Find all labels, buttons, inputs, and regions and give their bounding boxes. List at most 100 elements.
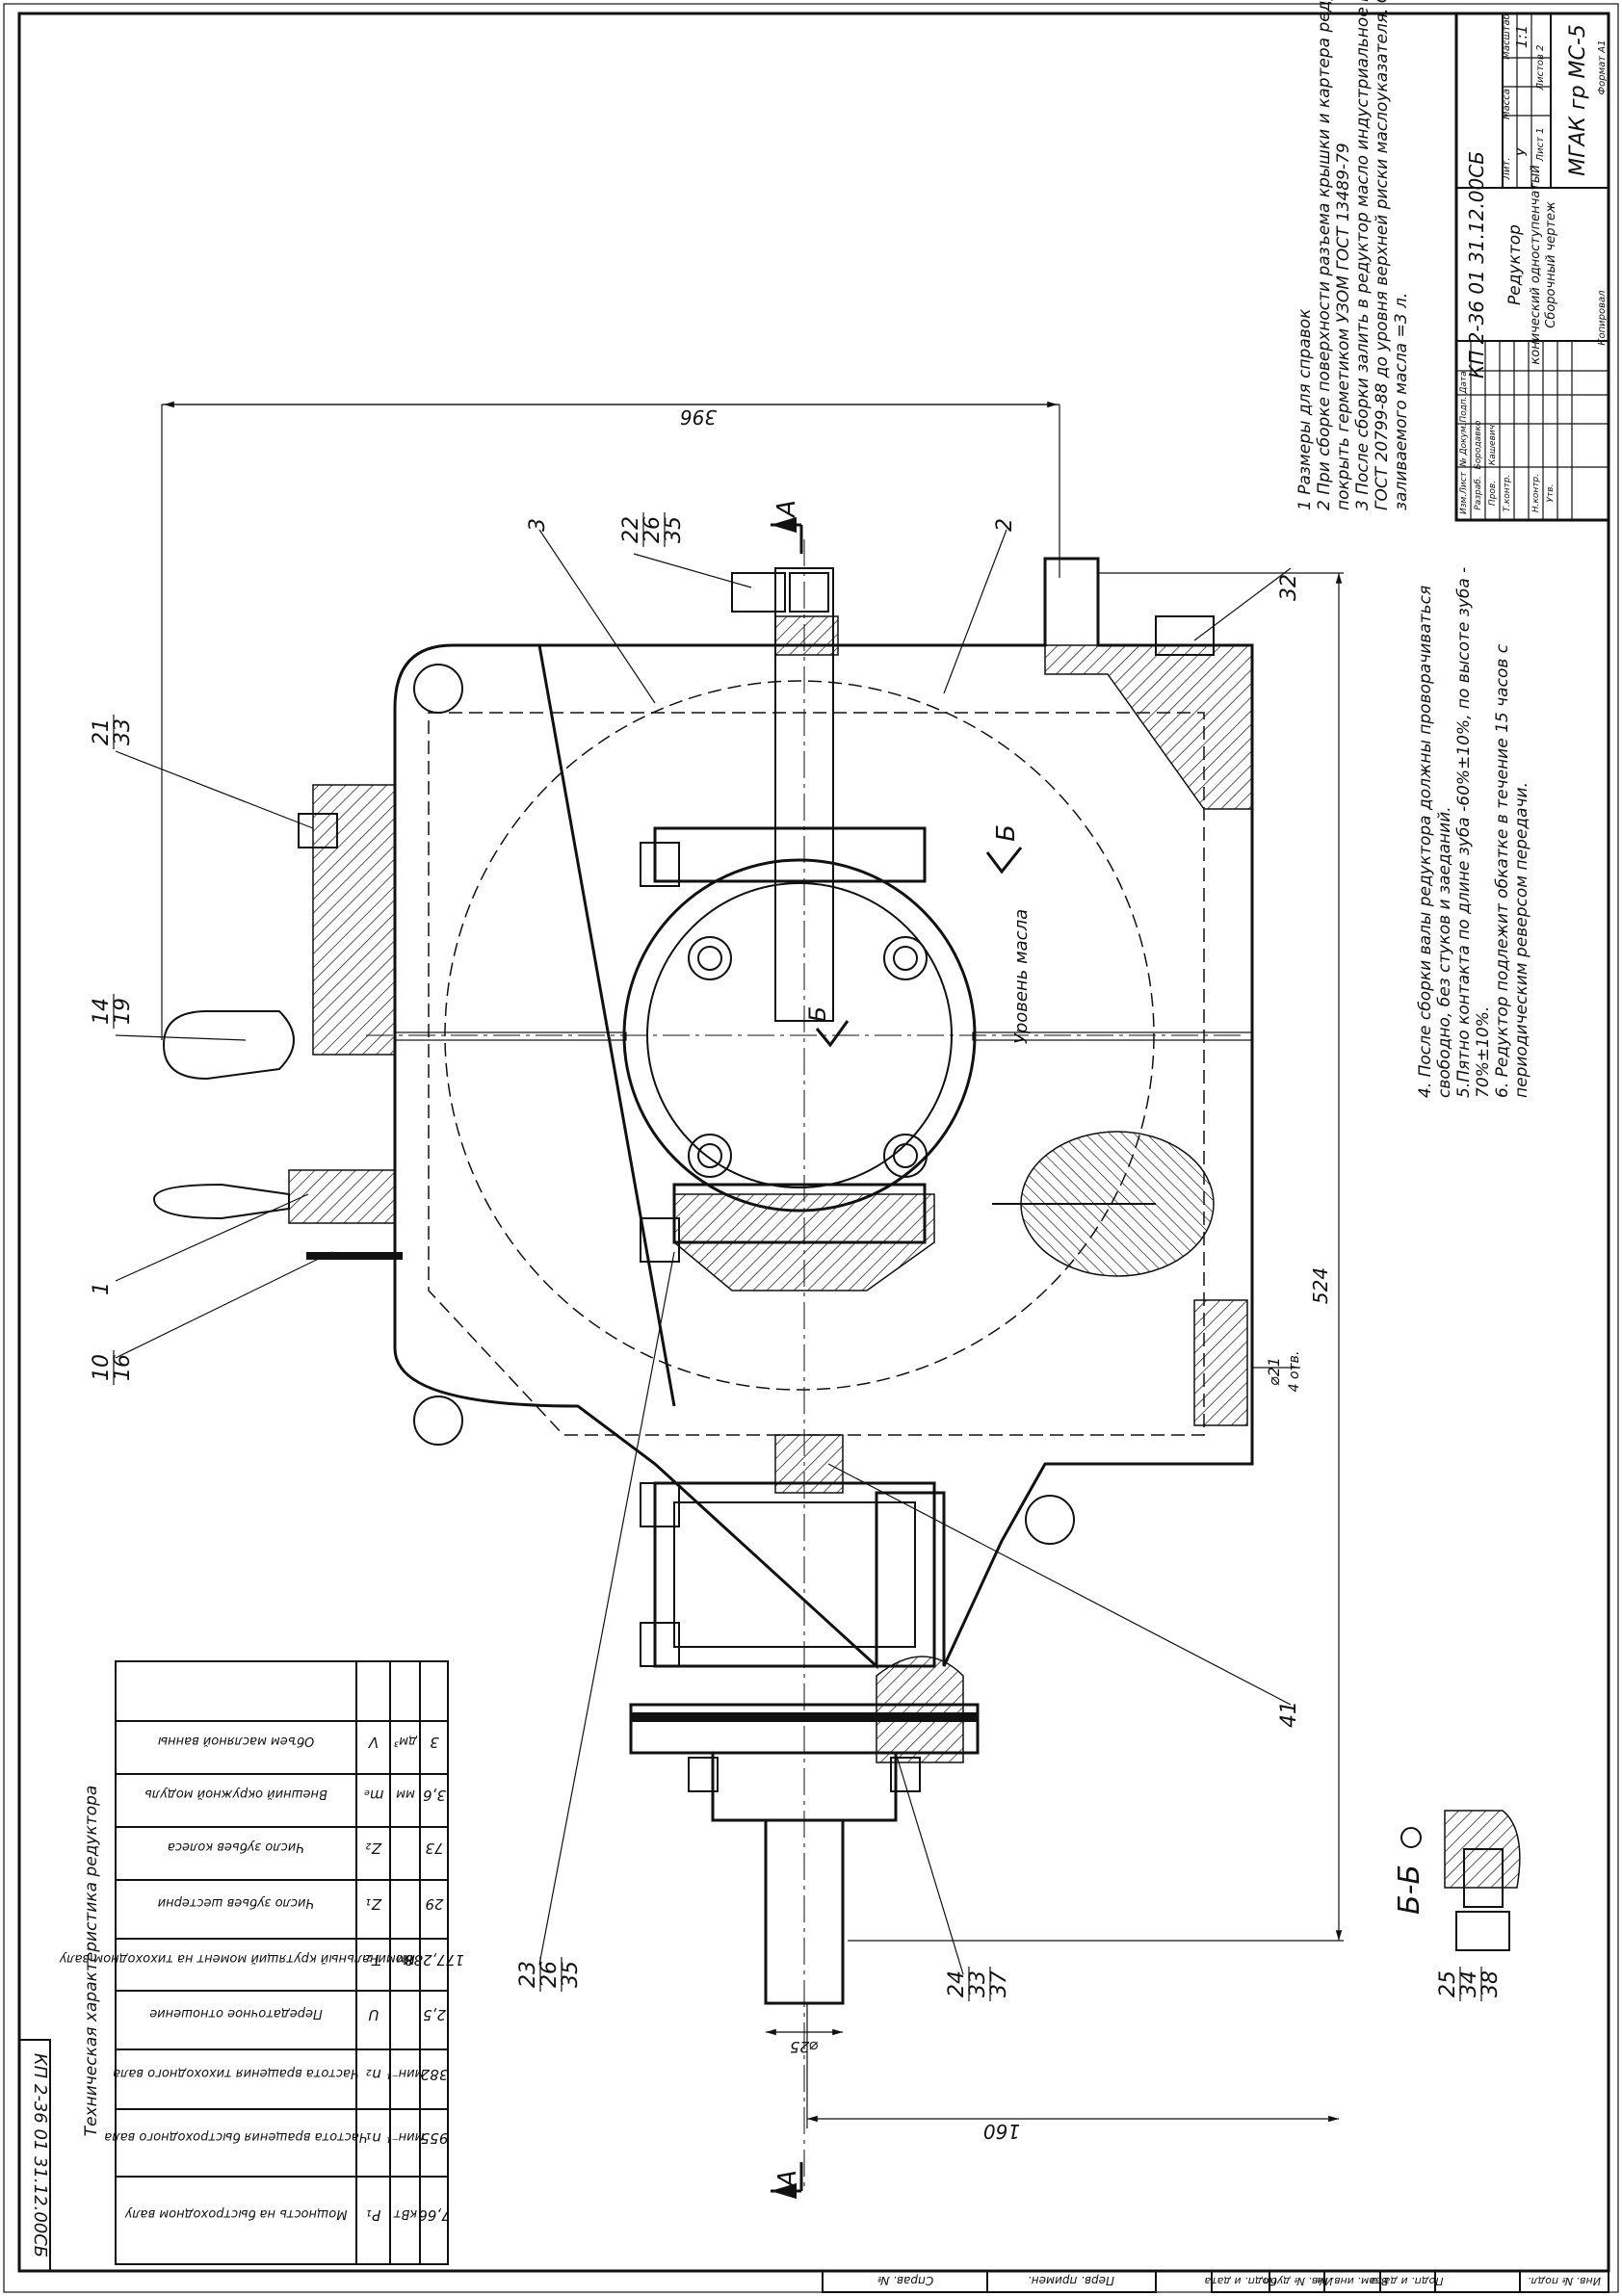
callout-c22-2: 35 — [662, 516, 686, 543]
stamp-copied: Копировал — [1597, 290, 1608, 346]
dim-d21: ⌀21 — [1265, 1357, 1283, 1386]
note-mid-4: 70%±10%. — [1474, 1006, 1493, 1098]
tech-cell-unit: мм — [396, 1787, 415, 1801]
tech-cell-symbol: Z₁ — [366, 1895, 382, 1913]
stamp-mass-label: Масса — [1502, 89, 1512, 119]
tech-cell-value: 955 — [421, 2129, 449, 2147]
tech-cell-value: 177,288 — [405, 1951, 464, 1969]
gearbox-housing — [152, 539, 1254, 2186]
outer-border — [3, 3, 1619, 2293]
callout-c23-2: 35 — [559, 1961, 583, 1988]
tech-cell-header: Частота вращения тихоходного вала — [113, 2066, 359, 2080]
note-line-3: покрыть герметиком УЗОМ ГОСТ 13489-79 — [1334, 143, 1353, 510]
stamp-row-6: Т.контр. — [1503, 474, 1512, 511]
oil-level-label: Уровень масла — [1011, 909, 1032, 1044]
note-line-1: 1 Размеры для справок — [1295, 308, 1315, 510]
note-mid-3: 5.Пятно контакта по длине зуба -60%±10%,… — [1454, 567, 1474, 1098]
side-code-box: КП 2-36 01 31.12.00СБ — [18, 2039, 51, 2272]
stamp-sheets: Листов 2 — [1535, 45, 1546, 91]
tech-cell-header: Число зубьев колеса — [168, 1839, 304, 1854]
callout-c1-0: 1 — [90, 1282, 114, 1295]
section-b-right: Б — [992, 824, 1021, 842]
bottom-strip: Перв. примен. Справ. № Подп. и дата Инв.… — [822, 2270, 1609, 2293]
callout-c2-0: 2 — [993, 518, 1017, 532]
tech-cell-unit: Нм — [396, 1951, 415, 1966]
callout-c3-0: 3 — [526, 518, 550, 532]
tech-cell-header: Номинальный крутящий момент на тихоходно… — [59, 1951, 412, 1966]
stamp-lit: У — [1515, 146, 1530, 156]
tech-cell-symbol: Z₂ — [366, 1839, 382, 1857]
strip-dubl: Инв. № дубл. — [1260, 2275, 1332, 2287]
stamp-name-0: Бородавко — [1474, 420, 1483, 469]
callout-c25-1: 34 — [1457, 1970, 1481, 1997]
strip-vzam: Взам. инв. № — [1317, 2275, 1389, 2287]
callout-c21-0: 21 — [90, 718, 114, 745]
tech-cell-header: Передаточное отношение — [149, 2006, 323, 2021]
stamp-row-1: № Докум. — [1459, 423, 1469, 467]
tech-cell-symbol: mₑ — [364, 1787, 384, 1804]
side-code: КП 2-36 01 31.12.00СБ — [30, 2053, 50, 2257]
strip-perv: Перв. примен. — [1028, 2274, 1114, 2287]
stamp-subtitle: конический одноступенчатый — [1529, 165, 1543, 364]
callout-c24-1: 33 — [966, 1970, 990, 1997]
callout-c41-0: 41 — [1277, 1701, 1301, 1728]
tech-cell-unit: дм³ — [394, 1734, 418, 1748]
stamp-row-0: Изм.Лист — [1459, 471, 1469, 514]
stamp-format: Формат А1 — [1597, 40, 1608, 95]
notes-mid: 4. После сборки валы редуктора должны пр… — [1416, 567, 1531, 1098]
callout-c21-1: 33 — [111, 718, 135, 745]
stamp-row-7: Н.контр. — [1531, 474, 1541, 512]
tech-cell-value: 7,66 — [418, 2206, 450, 2224]
callout-c14-0: 14 — [90, 998, 114, 1025]
callout-c10-0: 10 — [90, 1354, 114, 1381]
tech-cell-value: 3 — [430, 1734, 439, 1751]
tech-cell-header: Мощность на быстроходном валу — [124, 2206, 347, 2221]
callout-c10-1: 16 — [111, 1354, 135, 1381]
tech-cell-unit: мин⁻¹ — [387, 2066, 425, 2080]
strip-podp1: Подп. и дата — [1204, 2275, 1276, 2287]
view-bb-label: Б-Б — [1393, 1865, 1426, 1915]
note-line-4: 3 После сборки залить в редуктор масло и… — [1353, 0, 1373, 510]
dim-524: 524 — [1309, 1267, 1332, 1304]
stamp-row-3: Дата — [1459, 371, 1469, 394]
section-marks: А А Б Б Уровень масла Б-Б — [771, 500, 1521, 2200]
section-a-bottom: А — [773, 2170, 802, 2189]
stamp-sheet: Лист 1 — [1535, 128, 1546, 163]
strip-podl: Инв. № подл. — [1528, 2275, 1601, 2287]
stamp-code: КП 2-36 01 31.12.00СБ — [1465, 151, 1488, 378]
stamp-name-1: Кашевич — [1488, 425, 1498, 465]
tech-cell-value: 382 — [421, 2066, 449, 2083]
tech-cell-symbol: n₂ — [366, 2066, 381, 2083]
tech-cell-header: Число зубьев шестерни — [158, 1895, 315, 1910]
note-mid-5: 6. Редуктор подлежит обкатке в течение 1… — [1493, 643, 1512, 1098]
tech-table-title: Техническая характеристика редуктора — [82, 1786, 101, 2137]
strip-sprav: Справ. № — [877, 2274, 933, 2287]
note-mid-2: свободно, без стуков и заеданий. — [1435, 806, 1454, 1098]
tech-cell-header: Частота вращения быстроходного вала — [104, 2129, 367, 2144]
note-line-2: 2 При сборке поверхности разъема крышки … — [1315, 0, 1334, 510]
callout-c32-0: 32 — [1277, 574, 1301, 601]
note-mid-1: 4. После сборки валы редуктора должны пр… — [1416, 586, 1435, 1098]
dim-160: 160 — [983, 2120, 1020, 2143]
callout-c25-2: 38 — [1478, 1970, 1503, 1997]
callout-c24-2: 37 — [987, 1970, 1011, 1997]
tech-cell-value: 2,5 — [423, 2006, 446, 2023]
tech-cell-unit: мин⁻¹ — [387, 2129, 425, 2144]
dim-d21-note: 4 отв. — [1287, 1351, 1302, 1393]
stamp-row-8: Утв. — [1546, 484, 1556, 503]
notes-top: 1 Размеры для справок 2 При сборке повер… — [1295, 0, 1411, 510]
tech-table: Техническая характеристика редуктора — [82, 1660, 449, 2265]
stamp-row-4: Разраб. — [1474, 476, 1483, 509]
drawing-frame — [17, 12, 1610, 2273]
stamp-row-5: Пров. — [1488, 481, 1498, 506]
tech-cell-header: Объем масляной ванны — [158, 1734, 314, 1748]
callout-c23-0: 23 — [516, 1961, 540, 1988]
tech-cell-symbol: n₁ — [366, 2129, 381, 2147]
stamp-doctype: Сборочный чертеж — [1544, 201, 1558, 328]
tech-cell-symbol: U — [368, 2006, 379, 2023]
tech-cell-value: 29 — [425, 1895, 443, 1913]
dim-d25: ⌀25 — [790, 2038, 819, 2056]
note-line-5: ГОСТ 20799-88 до уровня верхней риски ма… — [1373, 0, 1392, 510]
